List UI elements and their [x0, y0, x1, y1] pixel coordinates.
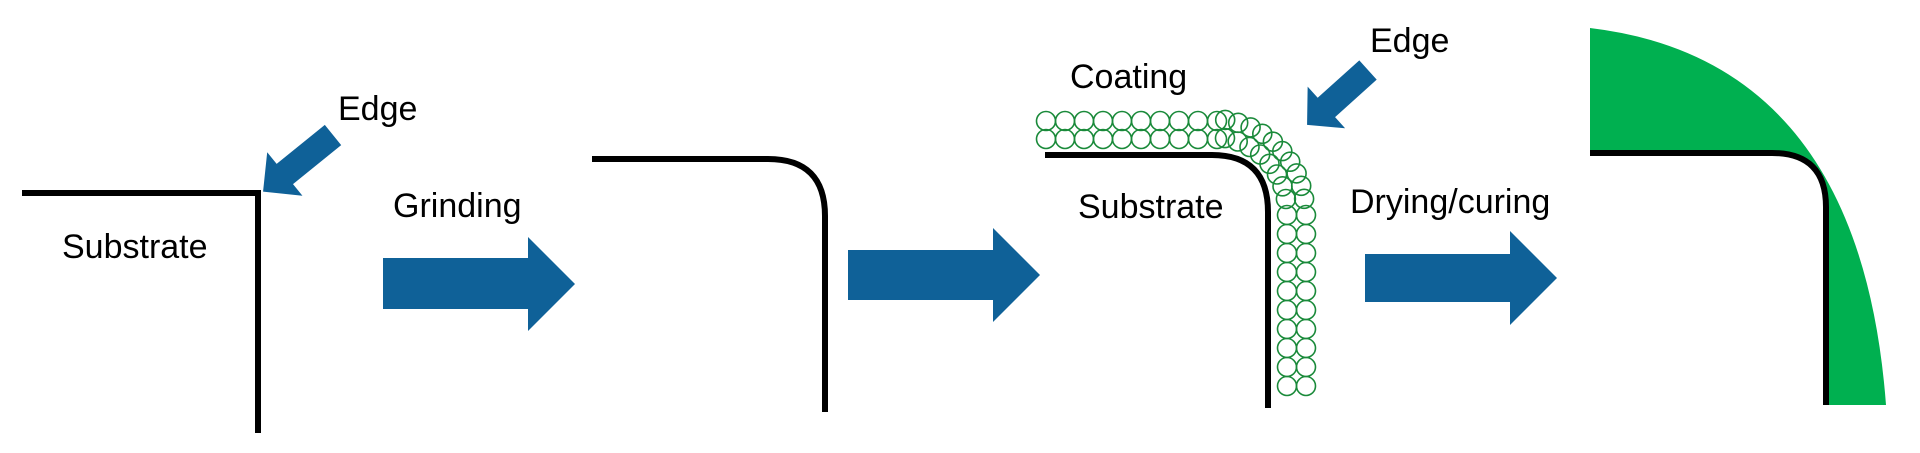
- rounded-substrate-outline: [592, 156, 828, 412]
- coating-particle: [1054, 128, 1076, 150]
- coating-particle: [1149, 128, 1171, 150]
- edge-pointer-arrow-1: [263, 124, 342, 196]
- coating-particle: [1295, 337, 1317, 359]
- coating-particle: [1276, 261, 1298, 283]
- coating-particle: [1035, 110, 1057, 132]
- process-arrow-coating: [848, 228, 1040, 322]
- coating-particle: [1295, 261, 1317, 283]
- coating-particles: [1035, 109, 1317, 397]
- stage-4-cured-coating: [1590, 28, 1886, 405]
- coating-particle: [1206, 110, 1228, 132]
- coating-particle: [1276, 356, 1298, 378]
- coating-particle: [1276, 280, 1298, 302]
- coating-particle: [1130, 110, 1152, 132]
- coating-particle: [1206, 128, 1228, 150]
- process-arrow-drying: Drying/curing: [1350, 183, 1557, 325]
- coating-particle: [1295, 356, 1317, 378]
- cured-substrate-outline: [1590, 150, 1829, 405]
- coating-particle: [1035, 128, 1057, 150]
- substrate-label-2: Substrate: [1078, 188, 1224, 226]
- coating-particle: [1272, 140, 1293, 162]
- stage-1-sharp-substrate: Edge Substrate: [22, 90, 417, 433]
- coating-particle: [1279, 151, 1301, 172]
- coating-particle: [1276, 299, 1298, 321]
- coating-particle: [1286, 163, 1307, 184]
- coated-substrate-outline: [1045, 152, 1271, 408]
- coating-particle: [1240, 117, 1261, 138]
- coating-particle: [1073, 110, 1095, 132]
- coating-particle: [1168, 110, 1190, 132]
- edge-label-2: Edge: [1370, 22, 1449, 60]
- coating-particle: [1276, 375, 1298, 397]
- coating-particle: [1227, 112, 1249, 134]
- coating-particle: [1295, 299, 1317, 321]
- coating-particle: [1295, 223, 1317, 245]
- coating-particle: [1295, 280, 1317, 302]
- coating-particle: [1252, 123, 1273, 145]
- substrate-label-1: Substrate: [62, 228, 208, 266]
- coating-particle: [1276, 318, 1298, 340]
- stage-2-rounded-substrate: [592, 156, 828, 412]
- coating-particle: [1130, 128, 1152, 150]
- grinding-label: Grinding: [393, 187, 522, 225]
- coating-particle: [1293, 188, 1315, 210]
- edge-pointer-arrow-2: [1307, 60, 1377, 129]
- coating-particle: [1290, 175, 1312, 197]
- coating-arrow: [848, 228, 1040, 322]
- edge-label-1: Edge: [338, 90, 417, 128]
- coating-particle: [1092, 110, 1114, 132]
- coating-particle: [1214, 109, 1236, 131]
- coating-particle: [1276, 242, 1298, 264]
- coating-particle: [1295, 242, 1317, 264]
- coating-particle: [1111, 128, 1133, 150]
- sharp-substrate-outline: [22, 190, 261, 433]
- coating-particle: [1054, 110, 1076, 132]
- drying-curing-arrow: [1365, 231, 1557, 325]
- coating-particle: [1149, 110, 1171, 132]
- coating-particle: [1073, 128, 1095, 150]
- coating-particle: [1259, 153, 1280, 175]
- coating-particle: [1187, 128, 1209, 150]
- coating-particle: [1187, 110, 1209, 132]
- drying-curing-label: Drying/curing: [1350, 183, 1550, 221]
- coating-particle: [1092, 128, 1114, 150]
- coating-particle: [1168, 128, 1190, 150]
- coating-particle: [1295, 318, 1317, 340]
- cured-coating-layer: [1590, 28, 1886, 405]
- process-arrow-grinding: Grinding: [383, 187, 575, 331]
- coating-particle: [1295, 375, 1317, 397]
- stage-3-coated-substrate: Coating Edge Substrate: [1035, 22, 1449, 408]
- coating-particle: [1276, 337, 1298, 359]
- grinding-arrow: [383, 237, 575, 331]
- coating-label: Coating: [1070, 58, 1187, 96]
- coating-particle: [1111, 110, 1133, 132]
- coating-particle: [1276, 223, 1298, 245]
